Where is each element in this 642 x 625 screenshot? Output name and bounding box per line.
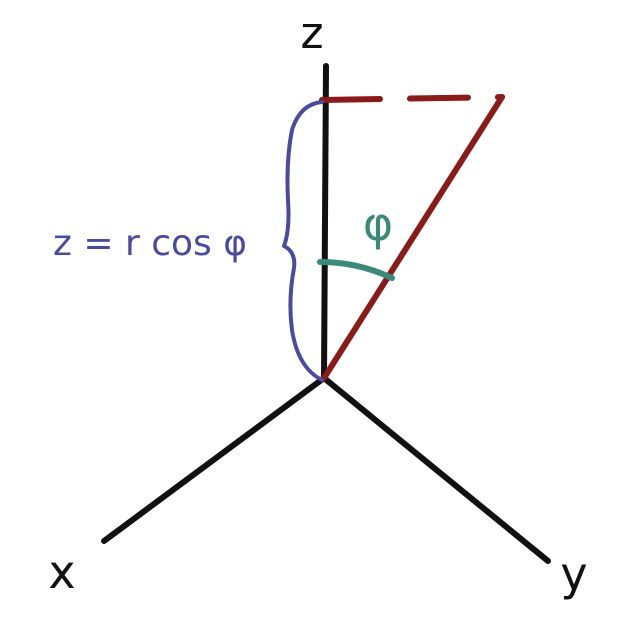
z-brace bbox=[282, 100, 324, 382]
x-axis bbox=[101, 375, 327, 544]
z-axis bbox=[321, 63, 329, 381]
vector-group bbox=[319, 94, 505, 381]
projection-dashed-line bbox=[319, 94, 505, 103]
z-formula-label: z = r cos φ bbox=[53, 223, 247, 264]
x-axis-label: x bbox=[48, 545, 75, 599]
angle-label: φ bbox=[363, 197, 393, 251]
y-axis bbox=[321, 375, 551, 564]
z-axis-label: z bbox=[300, 8, 323, 59]
angle-arc bbox=[317, 259, 395, 281]
y-axis-label: y bbox=[560, 547, 587, 601]
axes bbox=[101, 63, 551, 564]
vector-r bbox=[321, 94, 505, 381]
